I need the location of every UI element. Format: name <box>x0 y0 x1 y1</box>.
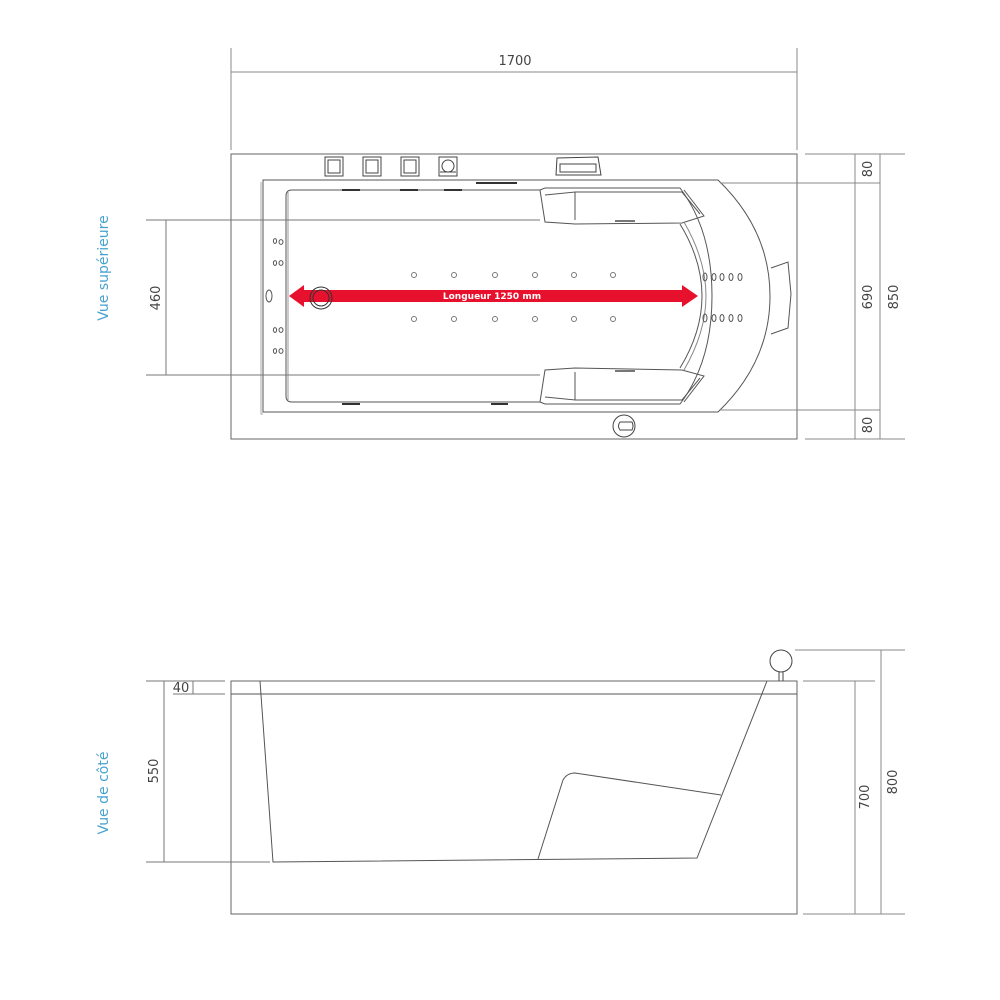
dim-rim-thickness: 40 <box>173 681 190 696</box>
dim-tub-height: 700 <box>858 785 873 810</box>
headrest-icon <box>770 261 792 335</box>
dim-total-height: 800 <box>886 770 901 795</box>
button-icon <box>400 156 420 177</box>
top-view-label: Vue supérieure <box>96 215 112 320</box>
control-buttons <box>324 156 458 177</box>
dim-rim-top: 80 <box>861 161 876 178</box>
length-arrow <box>289 285 698 310</box>
depth-dimensions <box>146 680 270 863</box>
spout-knob-icon <box>769 649 793 681</box>
overflow-knob-icon <box>612 414 636 438</box>
side-jets-left <box>265 238 284 354</box>
dim-rim-bottom: 80 <box>861 417 876 434</box>
side-view <box>146 649 905 915</box>
rim-markers <box>342 182 517 405</box>
backrest-profile <box>537 772 722 860</box>
floor-jets <box>411 272 616 322</box>
dim-overall-width: 850 <box>887 285 902 310</box>
dim-inner-width: 460 <box>149 286 164 311</box>
drain-icon <box>265 289 273 303</box>
armrest-lower <box>539 367 705 403</box>
length-dimension <box>230 48 798 150</box>
rim-outline <box>262 179 771 413</box>
drain-icon <box>309 286 333 310</box>
top-view <box>146 48 905 440</box>
button-icon <box>362 156 382 177</box>
height-dimensions <box>795 649 905 915</box>
dim-overall-length: 1700 <box>498 54 531 69</box>
knob-icon <box>438 156 458 177</box>
dim-basin-width: 690 <box>861 285 876 310</box>
tub-outline-top <box>230 153 798 440</box>
dim-basin-depth: 550 <box>147 759 162 784</box>
button-icon <box>324 156 344 177</box>
pillow-icon <box>555 156 602 176</box>
armrest-upper <box>539 189 705 225</box>
tub-outline-side <box>230 680 798 915</box>
width-dimensions <box>720 153 905 440</box>
side-view-label: Vue de côté <box>96 752 112 835</box>
back-jets <box>702 272 743 323</box>
basin-profile <box>259 680 768 863</box>
arrow-label: Longueur 1250 mm <box>443 292 541 302</box>
